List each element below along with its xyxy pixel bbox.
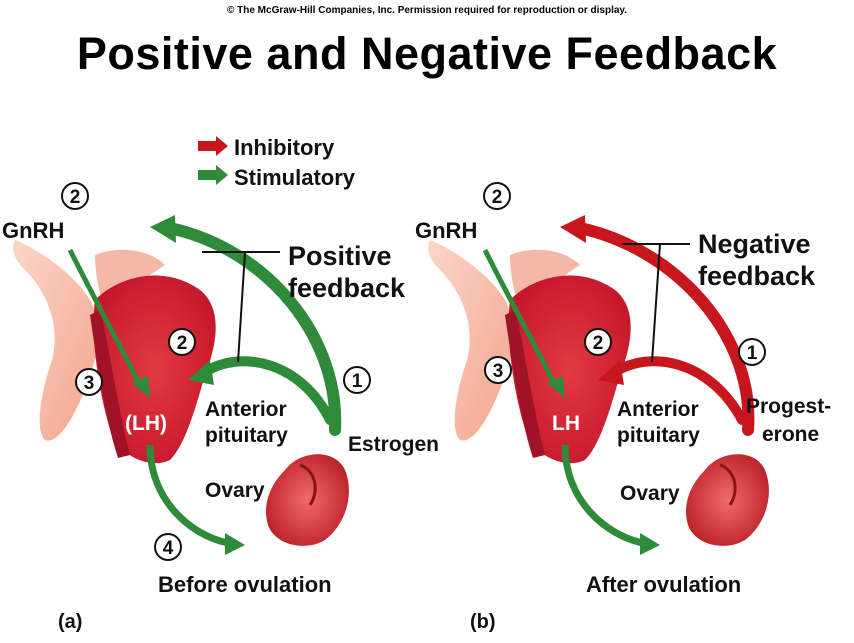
posterior-stalk-band — [90, 310, 130, 458]
feedback-leader-b — [622, 243, 690, 363]
gnrh-label-a: GnRH — [2, 218, 64, 243]
legend: Inhibitory Stimulatory — [198, 135, 356, 190]
negative-feedback-arrow-pituitary — [610, 356, 747, 425]
svg-text:2: 2 — [492, 187, 503, 208]
svg-text:3: 3 — [84, 373, 95, 394]
ovary-tube-b — [719, 463, 737, 506]
gnrh-stimulatory-arrow-b — [482, 248, 558, 387]
ovary-shape-a — [265, 454, 349, 546]
stimulatory-arrow-icon — [198, 165, 228, 185]
negative-feedback-label-line2: feedback — [698, 261, 816, 291]
page-title: Positive and Negative Feedback — [76, 28, 778, 79]
panel-a: GnRH Positive feedback (LH) Anterior pit… — [2, 182, 439, 633]
anterior-pituitary-label-b-line2: pituitary — [617, 424, 700, 447]
positive-feedback-label-line2: feedback — [288, 273, 406, 303]
step-marker: 1 — [343, 366, 371, 394]
step-marker: 4 — [154, 533, 182, 561]
step-marker: 1 — [738, 338, 766, 366]
step-marker: 3 — [75, 368, 103, 396]
step-marker: 2 — [584, 328, 612, 356]
legend-stimulatory-label: Stimulatory — [234, 165, 356, 190]
anterior-pituitary-label-a-line2: pituitary — [205, 424, 288, 447]
svg-text:1: 1 — [352, 371, 363, 392]
copyright-notice: © The McGraw-Hill Companies, Inc. Permis… — [226, 5, 628, 16]
lh-label-a: (LH) — [125, 412, 167, 435]
feedback-leader-a — [202, 251, 280, 363]
ovary-shape-b — [685, 454, 769, 546]
step-marker: 2 — [168, 328, 196, 356]
positive-feedback-arrow-pituitary — [200, 356, 335, 425]
svg-text:2: 2 — [177, 333, 188, 354]
positive-feedback-arrowhead-gnrh — [150, 215, 176, 243]
anterior-pituitary-label-a-line1: Anterior — [205, 398, 287, 421]
positive-feedback-label-line1: Positive — [288, 241, 392, 271]
lh-label-b: LH — [552, 412, 580, 435]
lh-arrowhead-b — [640, 533, 660, 555]
gnrh-arrowhead-a — [132, 376, 150, 398]
positive-feedback-arrowhead-pituitary — [188, 360, 214, 385]
negative-feedback-arrowhead-gnrh — [560, 215, 586, 243]
anterior-pituitary-label-b-line1: Anterior — [617, 398, 699, 421]
ovary-tube-a — [299, 463, 317, 506]
svg-text:1: 1 — [747, 343, 758, 364]
svg-text:2: 2 — [70, 187, 81, 208]
svg-text:4: 4 — [163, 538, 174, 559]
gnrh-label-b: GnRH — [415, 218, 477, 243]
negative-feedback-arrowhead-pituitary — [598, 360, 624, 385]
hypothalamus-shape — [428, 240, 514, 441]
lh-arrowhead-a — [225, 533, 245, 555]
ovary-label-a: Ovary — [205, 479, 265, 502]
svg-text:2: 2 — [593, 333, 604, 354]
negative-feedback-label-line1: Negative — [698, 229, 811, 259]
gnrh-arrowhead-b — [547, 376, 565, 398]
progesterone-label-line1: Progest- — [746, 395, 831, 418]
posterior-stalk-band — [505, 310, 545, 458]
anterior-pituitary-shape — [93, 275, 216, 464]
step-marker: 3 — [484, 356, 512, 384]
step-marker: 2 — [61, 182, 89, 210]
legend-inhibitory-label: Inhibitory — [234, 135, 335, 160]
lh-stimulatory-arrow-a — [146, 444, 229, 547]
step-marker: 2 — [483, 182, 511, 210]
progesterone-label-line2: erone — [762, 423, 819, 446]
gnrh-stimulatory-arrow-a — [67, 248, 143, 387]
inhibitory-arrow-icon — [198, 136, 228, 156]
svg-text:3: 3 — [493, 361, 504, 382]
hypothalamus-shape — [13, 240, 99, 441]
positive-feedback-arrow-gnrh — [164, 222, 342, 436]
ovary-label-b: Ovary — [620, 482, 680, 505]
caption-after-ovulation: After ovulation — [586, 572, 741, 597]
negative-feedback-arrow-gnrh — [574, 222, 755, 436]
caption-before-ovulation: Before ovulation — [158, 572, 332, 597]
anterior-pituitary-shape — [508, 275, 631, 464]
estrogen-label: Estrogen — [348, 433, 439, 456]
panel-b: GnRH Negative feedback LH Anterior pitui… — [415, 182, 831, 633]
lh-stimulatory-arrow-b — [561, 444, 644, 547]
panel-b-letter: (b) — [470, 611, 496, 633]
panel-a-letter: (a) — [58, 611, 82, 633]
